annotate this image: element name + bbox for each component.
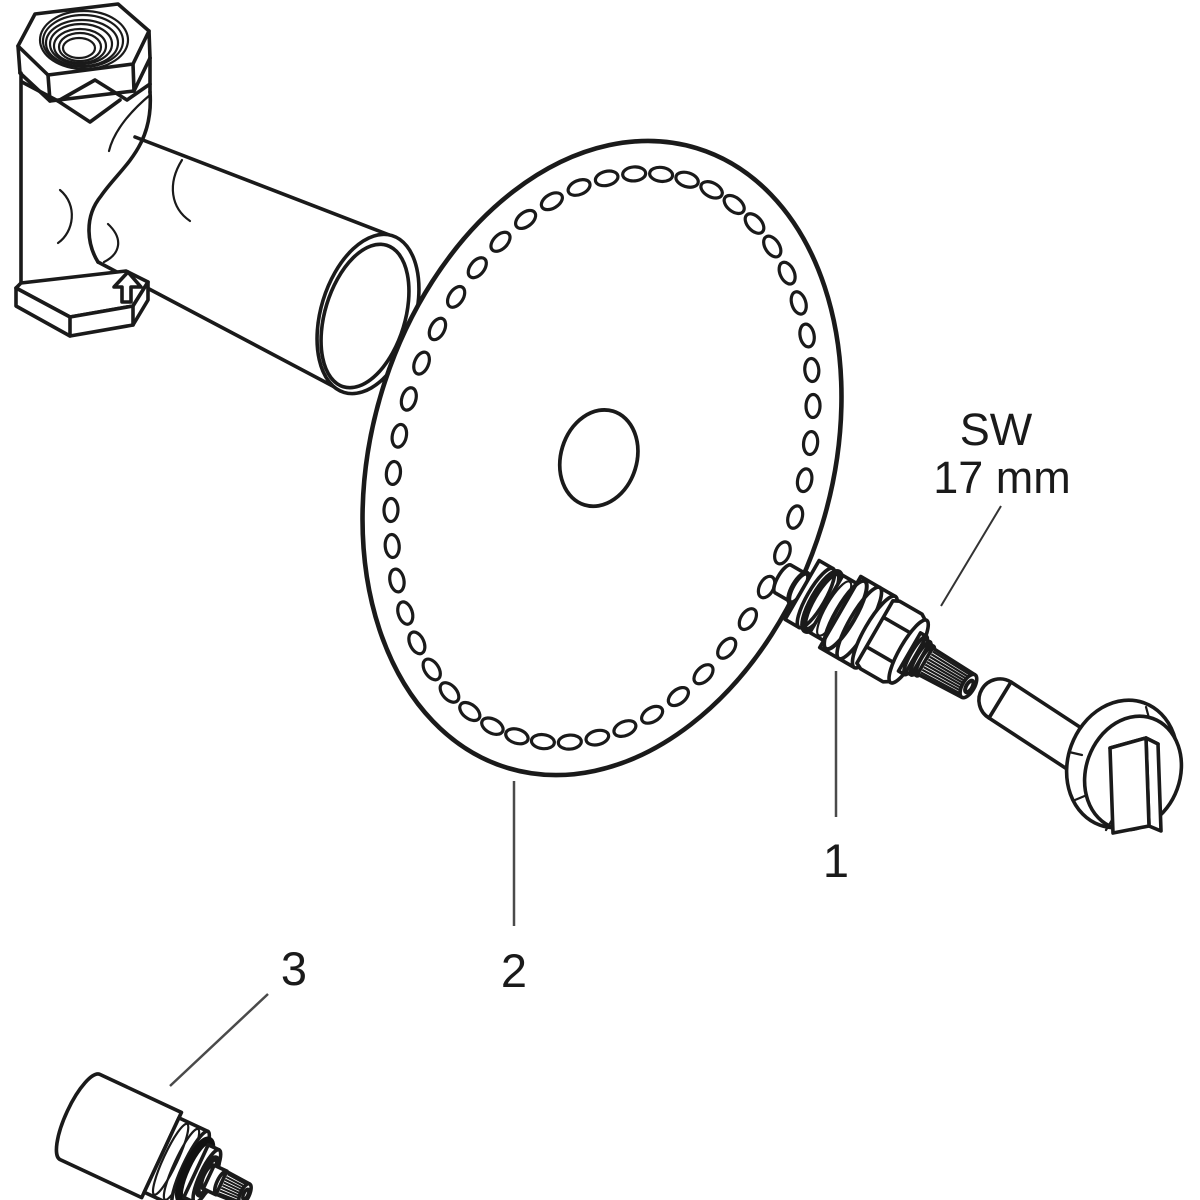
plate-rim-hole [722,193,746,216]
part-label-2: 2 [501,944,527,997]
plate-rim-hole [737,607,759,632]
plate-rim-hole [556,733,583,751]
spline-shaft-hole [963,678,976,695]
plate-rim-hole [674,170,700,189]
knurl-line [921,668,964,693]
plate-rim-hole [421,657,442,682]
plate-rim-hole [388,567,406,594]
annotation-sw: SW [960,404,1033,455]
plate-rim-hole [803,356,821,384]
plate-rim-hole [384,459,403,487]
plate-rim-hole [648,165,675,184]
flange-edges [68,304,135,338]
handle-stem-cap [977,677,1013,720]
plate-rim-hole [396,600,415,626]
part-label-1: 1 [823,834,849,887]
knurl-line [926,661,968,686]
sleeve-cup [54,1072,184,1200]
plate-rim-hole [777,260,797,286]
plate-rim-hole [773,540,792,566]
plate-rim-hole [383,532,401,560]
thread-rings [38,9,130,71]
spigot-top-line [133,135,394,238]
body-chamfer-zigzag [20,78,152,103]
body-cast-line-2 [56,188,73,245]
sleeve-collar-facet-1 [151,1122,190,1196]
plate-rim-hole [504,727,530,746]
plate-rim-hole [399,386,418,412]
knurl-line [927,658,969,684]
sleeve-shaft-hole [241,1187,251,1200]
plate-rim-hole [640,704,665,725]
leader-line-sw [940,505,1002,607]
plate-rim-hole [489,230,512,253]
arrow-up-icon [112,270,143,304]
plate-rim-hole [789,290,808,316]
plate-rim-hole [438,681,461,704]
plate-rim-hole [466,256,488,280]
flange-front-face [14,280,150,338]
plate-rim-hole [716,636,738,660]
plate-rim-holes [382,165,822,751]
plate-rim-hole [743,212,766,235]
part-label-3: 3 [281,942,307,995]
plate-rim-hole [801,429,820,457]
plate-rim-hole [529,732,556,751]
plate-rim-hole [612,719,638,738]
shutoff-handle [977,677,1184,835]
plate-rim-hole [407,630,427,656]
knurl-line [932,650,973,677]
annotation-17mm: 17 mm [933,452,1071,503]
leader-line-3 [169,993,269,1087]
knurl-line [930,653,972,680]
cartridge-spindle [771,558,979,700]
hex-nut [16,2,152,103]
plate-rim-hole [390,422,409,449]
plate-rim-hole [666,685,691,708]
body-chamfer-v [56,98,122,124]
spigot-mouth-inner [319,242,411,390]
spline-shaft-knurls [920,650,973,696]
knurl-line [227,1173,249,1187]
body-cast-line-4 [171,158,192,223]
plate-rim-hole [795,467,814,494]
spindle-body-ring [822,578,869,652]
plate-rim-hole [786,504,805,530]
plate-rim-hole [382,496,400,524]
plate-rim-hole [692,663,715,686]
plate-rim-hole [566,178,592,197]
plate-rim-hole [480,716,505,736]
valve-body [14,2,421,396]
plate-rim-hole [621,165,648,183]
hex-side-edges [16,29,152,103]
plate-center-hole [557,408,640,509]
plate-rim-hole [804,392,822,420]
plate-rim-hole [445,284,467,309]
plate-rim-hole [584,728,611,747]
body-cast-line-1 [107,93,152,153]
plate-rim-hole [513,208,538,231]
handle-knob-front [1108,736,1151,835]
plate-rim-hole [412,350,431,376]
plate-rim-hole [762,234,783,259]
body-cast-line-3 [102,222,120,264]
plate-rim-hole [458,700,482,723]
sleeve-cartridge [54,1072,253,1200]
knurl-line [929,655,970,682]
body-bulge-contour [87,90,153,264]
handle-flange-notches [1067,705,1151,832]
knurl-line [920,671,962,696]
plate-rim-hole [798,322,816,349]
protective-plate [360,138,844,778]
knurl-line [924,663,966,689]
plate-rim-hole [539,191,564,212]
hex-bottom-rim [18,56,152,103]
plate-rim-hole [593,169,620,188]
knurl-line [923,666,965,691]
plate-rim-hole [427,316,448,342]
plate-rim-hole [699,180,724,200]
knurl-line [218,1192,241,1200]
